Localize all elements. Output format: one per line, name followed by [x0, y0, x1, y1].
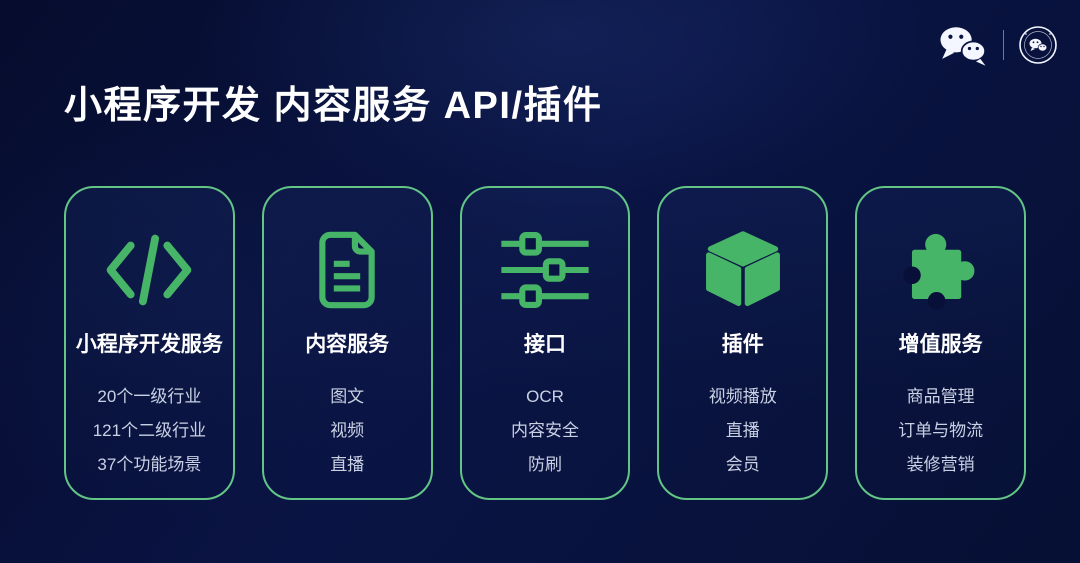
brand-area — [937, 22, 1058, 68]
card-item-list: 商品管理 订单与物流 装修营销 — [898, 380, 983, 482]
card-item: 直播 — [725, 421, 760, 440]
card-title: 插件 — [721, 333, 764, 356]
card-item-list: OCR 内容安全 防刷 — [511, 380, 579, 482]
card-item: 会员 — [725, 455, 760, 474]
card-item: 图文 — [330, 387, 365, 406]
sliders-icon — [462, 218, 629, 322]
card-item: 20个一级行业 — [97, 387, 202, 406]
card-value-added: 增值服务 商品管理 订单与物流 装修营销 — [855, 186, 1026, 500]
card-item-list: 图文 视频 直播 — [330, 380, 364, 482]
card-item: 商品管理 — [906, 387, 975, 406]
card-title: 接口 — [523, 333, 566, 356]
card-title: 小程序开发服务 — [75, 333, 223, 356]
card-item: 视频 — [330, 421, 365, 440]
brand-divider — [1003, 30, 1004, 60]
card-title: 增值服务 — [898, 333, 983, 356]
card-item: 直播 — [330, 455, 365, 474]
puzzle-icon — [857, 218, 1024, 322]
card-item: OCR — [526, 387, 564, 406]
card-content-services: 内容服务 图文 视频 直播 — [261, 186, 433, 500]
wechat-logo-icon — [937, 23, 989, 67]
card-item-list: 视频播放 直播 会员 — [709, 380, 777, 482]
card-plugins: 插件 视频播放 直播 会员 — [657, 186, 829, 500]
card-api: 接口 OCR 内容安全 防刷 — [459, 186, 631, 500]
page-title: 小程序开发 内容服务 API/插件 — [64, 85, 603, 127]
wechat-open-class-badge-icon — [1018, 25, 1058, 65]
card-item: 内容安全 — [510, 421, 579, 440]
code-icon — [66, 218, 233, 322]
card-miniprogram-dev: 小程序开发服务 20个一级行业 121个二级行业 37个功能场景 — [64, 186, 235, 500]
card-item: 防刷 — [527, 455, 562, 474]
card-item: 装修营销 — [906, 455, 975, 474]
card-title: 内容服务 — [305, 333, 390, 356]
document-icon — [264, 218, 431, 322]
card-item: 订单与物流 — [898, 421, 984, 440]
cards-row: 小程序开发服务 20个一级行业 121个二级行业 37个功能场景 内容服务 — [64, 186, 1026, 500]
card-item: 121个二级行业 — [92, 421, 207, 440]
card-item: 视频播放 — [708, 387, 777, 406]
card-item-list: 20个一级行业 121个二级行业 37个功能场景 — [93, 380, 206, 482]
card-item: 37个功能场景 — [97, 455, 202, 474]
cube-icon — [659, 218, 826, 322]
